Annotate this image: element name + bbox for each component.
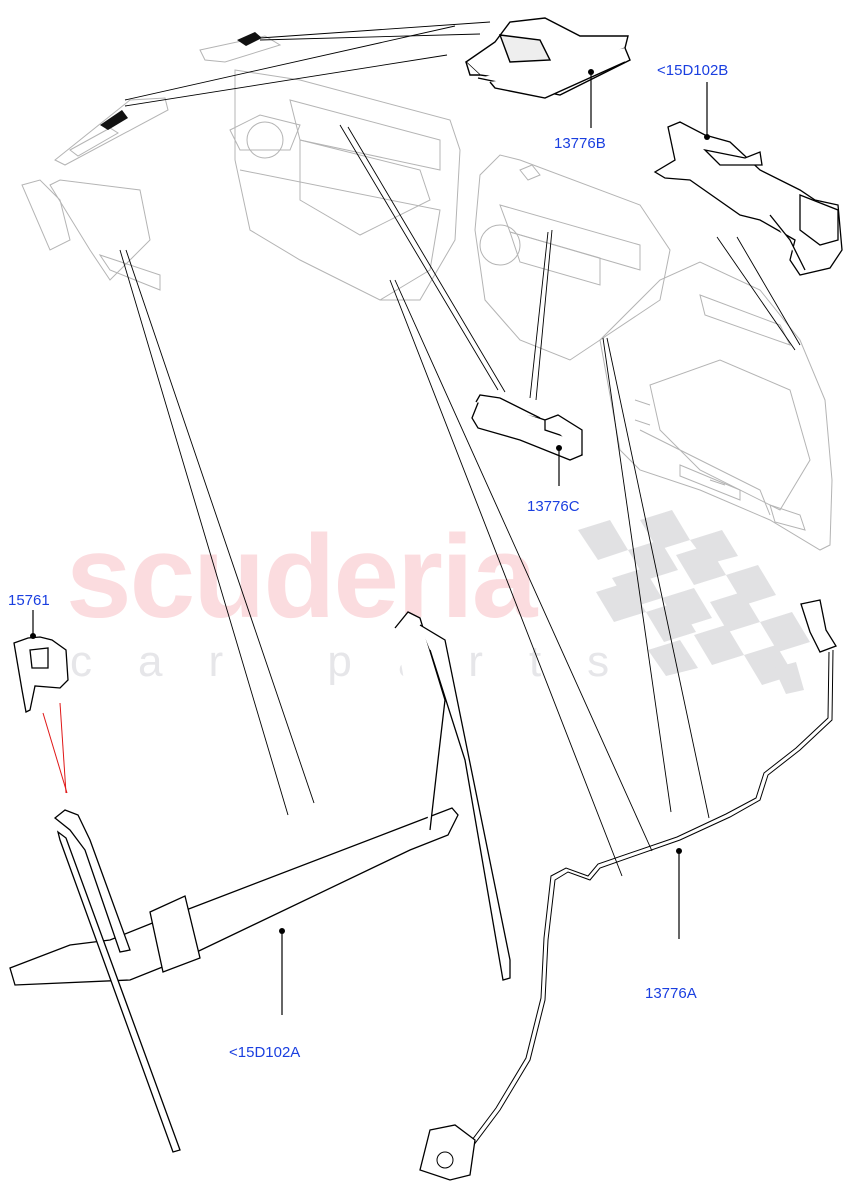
watermark-tagline: car parts <box>70 637 656 686</box>
part-15D102A-rail <box>9 611 511 1153</box>
part-13776A-harness <box>419 599 837 1181</box>
reference-lines <box>119 21 801 877</box>
part-13776B-lamp <box>464 17 631 99</box>
context-vehicle-interior <box>21 35 833 551</box>
part-13776C-switch <box>471 394 583 461</box>
callout-dots <box>30 69 710 934</box>
part-15761-clip <box>13 636 69 713</box>
visor-switch-details <box>100 32 262 130</box>
callout-13776A[interactable]: 13776A <box>645 985 697 1002</box>
callout-15761[interactable]: 15761 <box>8 592 50 609</box>
red-reference-lines <box>42 702 68 794</box>
callout-15D102B[interactable]: <15D102B <box>657 62 729 79</box>
callout-13776B[interactable]: 13776B <box>554 135 606 152</box>
callout-15D102A[interactable]: <15D102A <box>229 1044 301 1061</box>
watermark-brand: scuderia <box>66 511 537 643</box>
callout-13776C[interactable]: 13776C <box>527 498 580 515</box>
part-15D102B-bracket <box>653 121 843 276</box>
callout-leaders <box>32 72 708 1015</box>
